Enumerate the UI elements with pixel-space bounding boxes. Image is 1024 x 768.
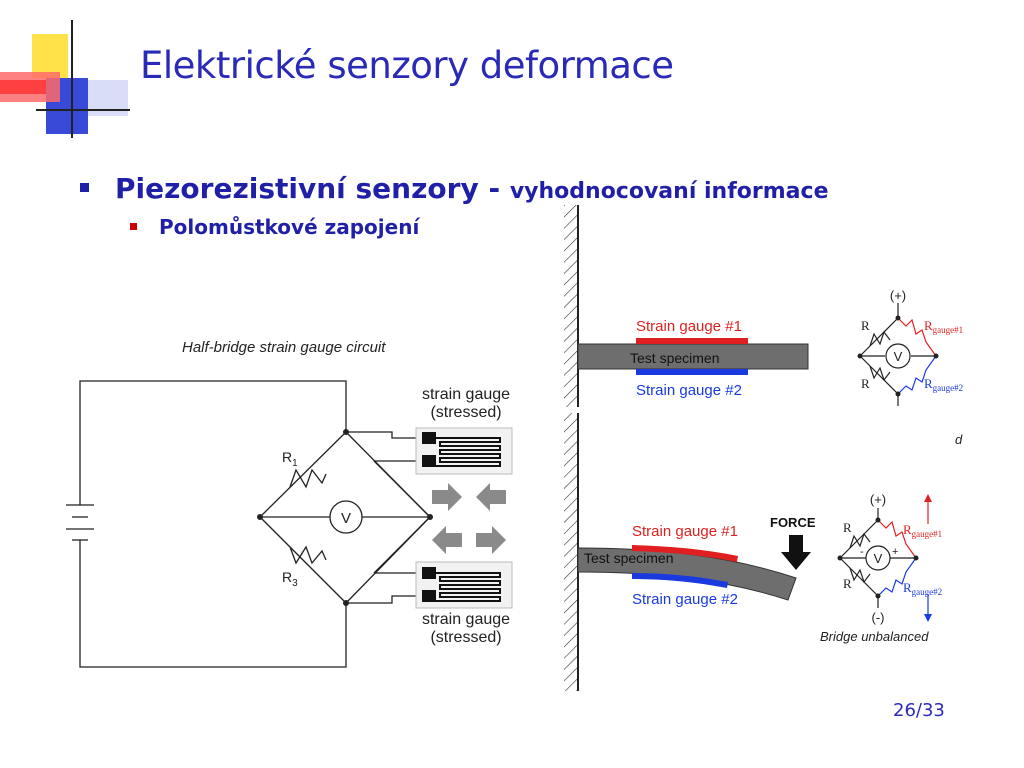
wall-bottom [564,413,579,691]
force-label: FORCE [770,515,816,530]
voltmeter-top-icon [885,343,911,369]
strain-gauge-bottom-icon [415,561,513,609]
rgauge1-bottom-icon [877,519,917,559]
bullet1-sub-text: vyhodnocovaní informace [509,179,829,204]
plus-bottom-label: (+) [870,492,886,507]
rgauge2-top-icon [897,355,937,395]
minus-bottom-label: (-) [872,610,885,625]
rgauge2-top-label: Rgauge#2 [924,376,963,393]
bullet2-text: Polomůstkové zapojení [159,215,420,239]
gauge2-bottom-label: Strain gauge #2 [632,591,738,608]
meter-plus-label: + [892,546,898,558]
r-top-upper-label: R [861,318,870,333]
resistor-r1-icon [289,468,327,489]
bridge-top [859,303,936,406]
bullet-square-icon [80,182,89,192]
plus-top-label: (+) [890,288,906,303]
rgauge1-bottom-label: Rgauge#1 [903,522,942,539]
r-bottom-lower-label: R [843,576,852,591]
circuit-wires [79,380,431,668]
specimen-top-label: Test specimen [630,350,719,366]
strain-gauge-2-bottom [632,573,728,588]
gauge-top-label-2: (stressed) [430,404,501,421]
test-specimen-top [577,343,809,370]
r1-label: R1 [282,449,298,469]
voltmeter-bottom-label: V [874,551,883,566]
page-title: Elektrické senzory deformace [140,44,674,87]
rgauge1-top-icon [897,317,937,357]
sub-bullet-square-icon [130,223,137,230]
page-number: 26/33 [893,700,945,721]
voltmeter-icon [329,500,363,534]
bridge-status-label: Bridge unbalanced [820,629,929,644]
strain-direction-arrows [924,494,932,622]
voltmeter-bottom-icon [865,545,891,571]
bullet1-main-text: Piezorezistivní senzory - [115,172,510,205]
strain-gauge-1-top [636,338,748,344]
gauge-top-label-1: strain gauge [422,386,510,403]
cut-text: d [955,432,963,447]
battery-icon [66,504,94,541]
wall-top [564,205,579,407]
r-top-lower-label: R [861,376,870,391]
r3-label: R3 [282,569,298,589]
gauge1-bottom-label: Strain gauge #1 [632,523,738,540]
gauge2-top-label: Strain gauge #2 [636,382,742,399]
specimen-bottom-label: Test specimen [584,550,673,566]
strain-gauge-top-icon [415,427,513,475]
half-bridge-title: Half-bridge strain gauge circuit [182,339,386,356]
gauge-bottom-label-2: (stressed) [430,629,501,646]
gauge1-top-label: Strain gauge #1 [636,318,742,335]
rgauge2-bottom-label: Rgauge#2 [903,580,942,597]
voltmeter-top-label: V [894,349,903,364]
corner-decoration [0,20,130,138]
force-arrow-icon [781,535,811,570]
meter-minus-label: - [860,546,864,558]
r-bottom-upper-label: R [843,520,852,535]
voltmeter-label: V [341,510,351,527]
bullet-level2: Polomůstkové zapojení [130,215,419,239]
stress-arrows [432,483,506,554]
strain-gauge-2-top [636,369,748,375]
bullet-level1: Piezorezistivní senzory - vyhodnocovaní … [80,172,828,205]
bridge-bottom [839,508,916,608]
circuit-nodes [257,429,433,606]
strain-gauge-1-bottom [632,545,738,562]
resistor-r3-icon [289,545,327,565]
gauge-bottom-label-1: strain gauge [422,611,510,628]
rgauge2-bottom-icon [877,557,917,597]
rgauge1-top-label: Rgauge#1 [924,318,963,335]
